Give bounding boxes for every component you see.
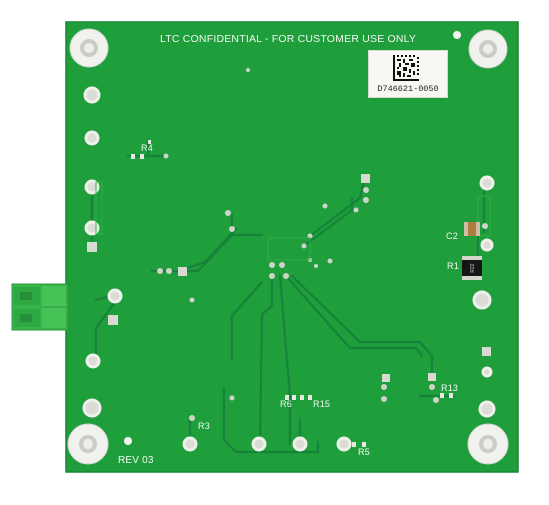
vias (157, 68, 488, 421)
svg-text:R22: R22 (470, 263, 476, 272)
datamatrix-barcode-icon (393, 55, 419, 81)
serial-sticker: D746621-0050 (368, 50, 448, 98)
designator-r5: R5 (358, 447, 370, 457)
footprint-outlines (95, 181, 491, 261)
designator-r4: R4 (141, 143, 153, 153)
screw-terminal (11, 283, 69, 331)
designator-r15: R15 (313, 399, 331, 409)
smd-pads (131, 140, 453, 447)
capacitor-c2 (464, 222, 480, 236)
resistor-r1: R22 (462, 256, 482, 280)
confidential-notice: LTC CONFIDENTIAL - FOR CUSTOMER USE ONLY (160, 33, 417, 45)
designator-r1: R1 (447, 261, 459, 271)
designator-r3: R3 (198, 421, 210, 431)
revision-label: REV 03 (118, 455, 154, 466)
mounting-holes (67, 28, 509, 465)
plated-pads (82, 86, 496, 452)
serial-number: D746621-0050 (377, 84, 439, 94)
designator-r6: R6 (280, 399, 292, 409)
pcb-traces (90, 138, 486, 454)
pcb-board (66, 22, 518, 472)
designator-c2: C2 (446, 231, 458, 241)
square-pads (87, 174, 491, 382)
designator-r13: R13 (441, 383, 459, 393)
